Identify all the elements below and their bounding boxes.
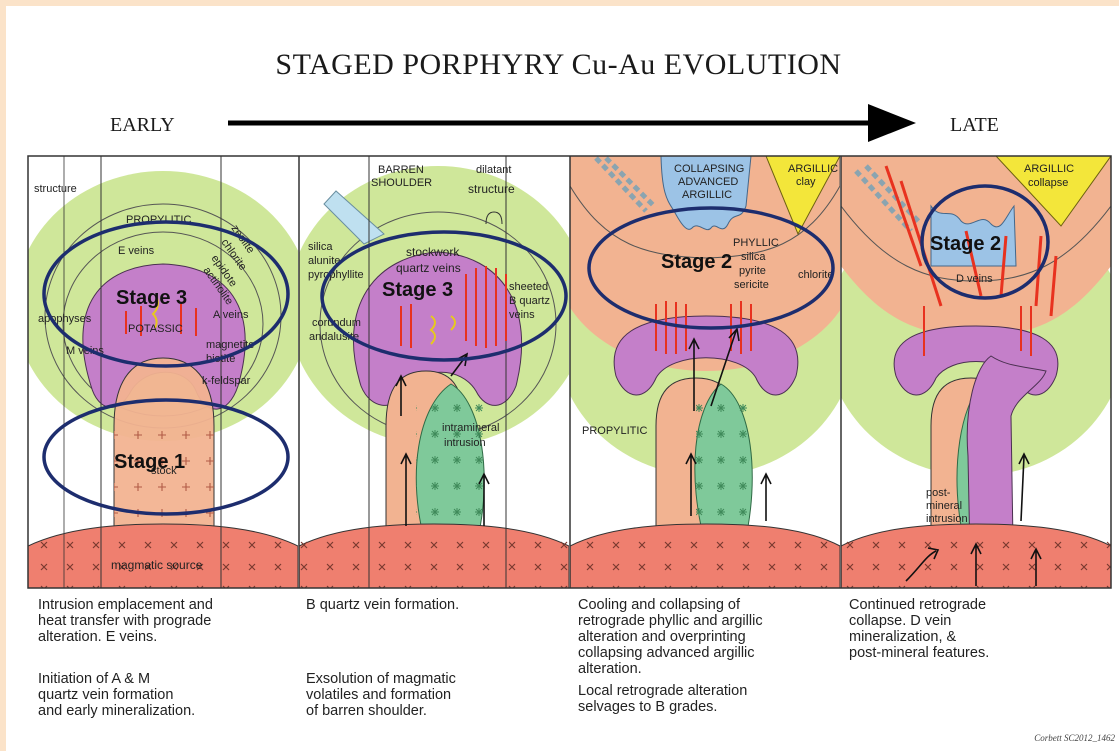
label-stockwork: stockwork bbox=[406, 245, 460, 259]
caption-panel-1: Intrusion emplacement and heat transfer … bbox=[38, 597, 213, 719]
panel-2-graphic bbox=[288, 156, 588, 606]
label-e-veins: E veins bbox=[118, 245, 155, 257]
credit-text: Corbett SC2012_1462 bbox=[1034, 733, 1115, 743]
label-magmatic-source: magmatic source bbox=[111, 558, 203, 572]
label-post: post- bbox=[926, 487, 951, 499]
caption-panel-4: Continued retrograde collapse. D vein mi… bbox=[849, 597, 989, 661]
label-collapse: collapse bbox=[1028, 177, 1068, 189]
diagram-svg: structure PROPYLITIC zeolite chlorite ep… bbox=[6, 6, 1119, 606]
label-collapsing: COLLAPSING bbox=[674, 163, 744, 175]
label-pyrophyllite: pyrophyllite bbox=[308, 269, 364, 281]
label-potassic: POTASSIC bbox=[128, 323, 183, 335]
label-barren: BARREN bbox=[378, 164, 424, 176]
label-phyllic: PHYLLIC bbox=[733, 237, 779, 249]
label-advanced: ADVANCED bbox=[678, 176, 738, 188]
label-argillic: ARGILLIC bbox=[1024, 163, 1074, 175]
label-clay: clay bbox=[796, 176, 816, 188]
stage-2-label: Stage 2 bbox=[661, 251, 732, 273]
label-mineral: mineral bbox=[926, 500, 962, 512]
label-quartz-veins: quartz veins bbox=[396, 261, 461, 275]
panel-4-graphic bbox=[826, 156, 1119, 606]
caption-panel-2: B quartz vein formation. Exsolution of m… bbox=[306, 597, 459, 719]
label-b-quartz: B quartz bbox=[509, 295, 550, 307]
label-silica: silica bbox=[741, 251, 766, 263]
label-d-veins: D veins bbox=[956, 273, 993, 285]
label-a-veins: A veins bbox=[213, 309, 249, 321]
label-shoulder: SHOULDER bbox=[371, 177, 432, 189]
panel-3-graphic bbox=[556, 151, 856, 606]
label-argillic: ARGILLIC bbox=[788, 163, 838, 175]
stage-3-label: Stage 3 bbox=[116, 287, 187, 309]
diagram-sheet: STAGED PORPHYRY Cu-Au EVOLUTION EARLY LA… bbox=[6, 6, 1119, 751]
label-pyrite: pyrite bbox=[739, 265, 766, 277]
label-propylitic: PROPYLITIC bbox=[582, 425, 647, 437]
label-intramineral: intramineral bbox=[442, 422, 499, 434]
stage-3-label: Stage 3 bbox=[382, 279, 453, 301]
label-chlorite: chlorite bbox=[798, 269, 833, 281]
caption-panel-3: Cooling and collapsing of retrograde phy… bbox=[578, 597, 763, 715]
label-structure: structure bbox=[34, 183, 77, 195]
label-sericite: sericite bbox=[734, 279, 769, 291]
label-k-feldspar: k-feldspar bbox=[202, 375, 251, 387]
label-argillic-sub: ARGILLIC bbox=[682, 189, 732, 201]
label-intrusion: intrusion bbox=[444, 437, 486, 449]
label-dilatant-structure: structure bbox=[468, 182, 515, 196]
stage-2-label: Stage 2 bbox=[930, 233, 1001, 255]
timeline-arrow bbox=[228, 104, 916, 142]
label-sheeted-veins: veins bbox=[509, 309, 535, 321]
label-sheeted: sheeted bbox=[509, 281, 548, 293]
label-intrusion: intrusion bbox=[926, 513, 968, 525]
label-silica: silica bbox=[308, 241, 333, 253]
label-dilatant: dilatant bbox=[476, 164, 511, 176]
label-apophyses: apophyses bbox=[38, 313, 92, 325]
stage-1-label: Stage 1 bbox=[114, 451, 185, 473]
